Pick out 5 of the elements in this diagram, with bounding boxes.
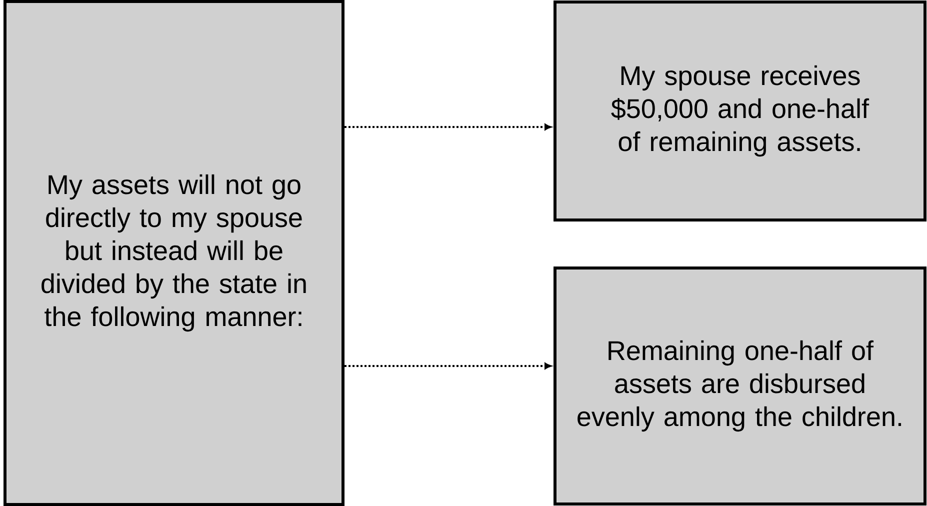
text-box: My spouse receives $50,000 and one-half of remaining assets.: [554, 0, 926, 222]
arrow: [344, 124, 552, 130]
text-box: Remaining one-half of assets are disbursed evenly among the children.: [554, 266, 926, 506]
arrow: [344, 362, 552, 370]
text-box: My assets will not go directly to my spouse but instead will be divided by the state in the following manner:: [4, 0, 344, 506]
